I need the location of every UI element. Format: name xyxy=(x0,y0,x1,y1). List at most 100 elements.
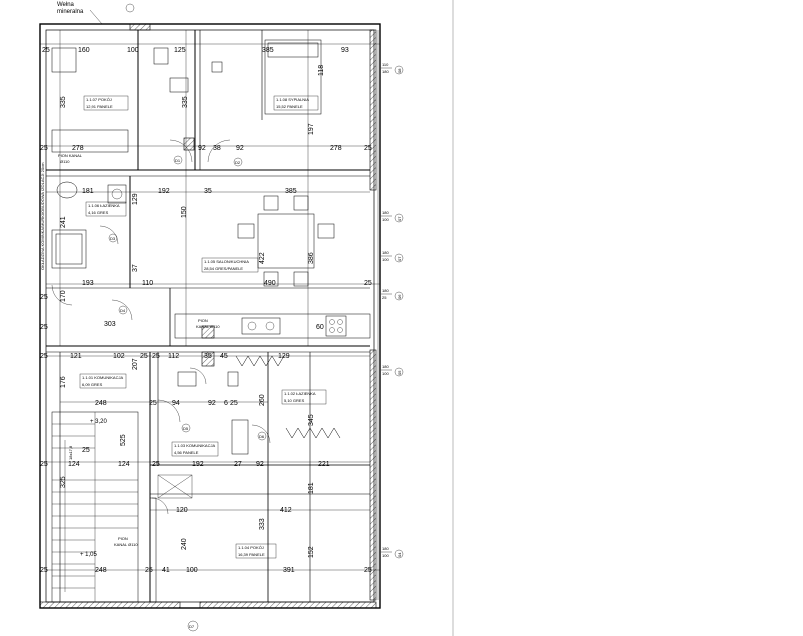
vdim: 152 xyxy=(308,546,315,558)
ventilation-shaft xyxy=(201,325,215,339)
svg-text:15,52 PANELE: 15,52 PANELE xyxy=(276,104,303,109)
room-label: 1.1.05 SALON/KUCHNIA 28,54 GRES/PANELE xyxy=(201,257,259,273)
door-marks: D1 D2 D3 D4 D5 D6 D7 xyxy=(108,155,267,632)
dim: 278 xyxy=(72,145,84,152)
dim: 6 xyxy=(224,400,228,407)
dim: 41 xyxy=(162,567,170,574)
dim: 490 xyxy=(264,280,276,287)
chair-icon xyxy=(263,195,279,211)
window-mark: 04 xyxy=(397,552,402,557)
dim: 121 xyxy=(70,353,82,360)
vdim: 118 xyxy=(318,65,325,76)
svg-text:1.1.07 POKÓJ: 1.1.07 POKÓJ xyxy=(86,97,112,102)
dim: 25 xyxy=(364,145,372,152)
window-dim: 110 180 08 xyxy=(381,62,404,75)
dim: 35 xyxy=(204,353,212,360)
window-mark: 07 xyxy=(397,216,402,221)
dim: 92 xyxy=(208,400,216,407)
vdim: 170 xyxy=(60,290,67,302)
interior-dims: 25 278 92 38 92 278 25 181 192 35 385 25… xyxy=(40,145,380,574)
vdim: 197 xyxy=(308,123,315,135)
dim-top-1: 160 xyxy=(78,47,90,54)
svg-text:100: 100 xyxy=(382,217,389,222)
dim: 92 xyxy=(198,145,206,152)
wardrobe-doors xyxy=(285,427,341,439)
level-upper: + 3,20 xyxy=(90,419,108,425)
dim-top-3: 125 xyxy=(174,47,186,54)
svg-text:16,39 PANELE: 16,39 PANELE xyxy=(238,552,265,557)
vdim: 422 xyxy=(259,252,266,264)
dim: 92 xyxy=(256,461,264,468)
dim: 102 xyxy=(113,353,125,360)
vdim: 176 xyxy=(60,376,67,388)
svg-text:6,09 GRES: 6,09 GRES xyxy=(82,382,103,387)
door-mark xyxy=(108,233,118,243)
dim: 181 xyxy=(82,188,94,195)
vdim: 181 xyxy=(308,482,315,494)
dim: 25 xyxy=(364,280,372,287)
dim: 94 xyxy=(172,400,180,407)
svg-text:100: 100 xyxy=(382,257,389,262)
svg-text:1.1.03 KOMUNIKACJA: 1.1.03 KOMUNIKACJA xyxy=(174,443,215,448)
svg-text:1.1.05 SALON/KUCHNIA: 1.1.05 SALON/KUCHNIA xyxy=(204,259,249,264)
insulation-leader xyxy=(89,9,103,25)
svg-text:1.1.04 POKÓJ: 1.1.04 POKÓJ xyxy=(238,545,264,550)
dim: 25 xyxy=(40,145,48,152)
dim: 25 xyxy=(149,400,157,407)
door-mark xyxy=(187,620,199,632)
dim: 412 xyxy=(280,507,292,514)
svg-text:1.1.08 SYPIALNIA: 1.1.08 SYPIALNIA xyxy=(276,97,309,102)
chair-icon xyxy=(293,195,309,211)
right-window-dims: 110 180 08 180 100 07 180 100 07 180 25 … xyxy=(377,30,404,600)
pion-note: PION KANAL xyxy=(58,153,83,158)
window-mark-top xyxy=(125,3,135,13)
dim-top-2: 100 xyxy=(127,47,139,54)
outer-walls xyxy=(39,23,381,609)
sink-icon xyxy=(107,184,127,204)
dim: 25 xyxy=(40,294,48,301)
wardrobe-doors xyxy=(235,355,285,367)
vdim: 335 xyxy=(60,96,67,108)
level-lower: + 1,05 xyxy=(80,552,98,558)
dim: 192 xyxy=(192,461,204,468)
window-dim: 180 25 06 xyxy=(381,288,404,301)
chair-icon xyxy=(317,223,335,239)
room-label: 1.1.07 POKÓJ 12,91 PANELE xyxy=(83,95,129,111)
dim: 112 xyxy=(168,353,179,360)
vdim: 325 xyxy=(60,476,67,488)
dim: 25 xyxy=(364,567,372,574)
vdim: 345 xyxy=(308,414,315,426)
dim: 92 xyxy=(236,145,244,152)
pion-note-2b: KANAL Ø110 xyxy=(196,324,220,329)
dim: 25 xyxy=(230,400,238,407)
dim: 25 xyxy=(40,324,48,331)
room-label: 1.1.04 POKÓJ 16,39 PANELE xyxy=(235,543,277,559)
dim: 193 xyxy=(82,280,94,287)
chair-icon xyxy=(237,223,255,239)
dim: 35 xyxy=(204,188,212,195)
shower-icon xyxy=(51,229,87,269)
window-mark: 08 xyxy=(397,68,402,73)
door-swings xyxy=(51,139,271,515)
toilet-icon xyxy=(56,181,78,199)
dim: 192 xyxy=(158,188,170,195)
top-dimension-line: 25 160 100 125 385 93 xyxy=(40,23,380,54)
dim: 385 xyxy=(285,188,297,195)
window-mark: 05 xyxy=(397,370,402,375)
pion-note-3b: KANAL Ø110 xyxy=(114,542,138,547)
dim: 391 xyxy=(283,567,295,574)
pion-note-2: PION xyxy=(198,318,208,323)
svg-text:D3: D3 xyxy=(110,236,116,241)
door-mark xyxy=(173,155,183,165)
dining-table xyxy=(257,213,315,269)
stair-rise: 25 xyxy=(82,447,90,454)
svg-text:180: 180 xyxy=(382,250,389,255)
svg-text:180: 180 xyxy=(382,210,389,215)
svg-text:25: 25 xyxy=(382,295,387,300)
ventilation-shaft xyxy=(183,137,195,151)
vdim: 335 xyxy=(182,96,189,108)
door-mark xyxy=(181,423,191,433)
dim: 100 xyxy=(186,567,198,574)
svg-text:100: 100 xyxy=(382,371,389,376)
